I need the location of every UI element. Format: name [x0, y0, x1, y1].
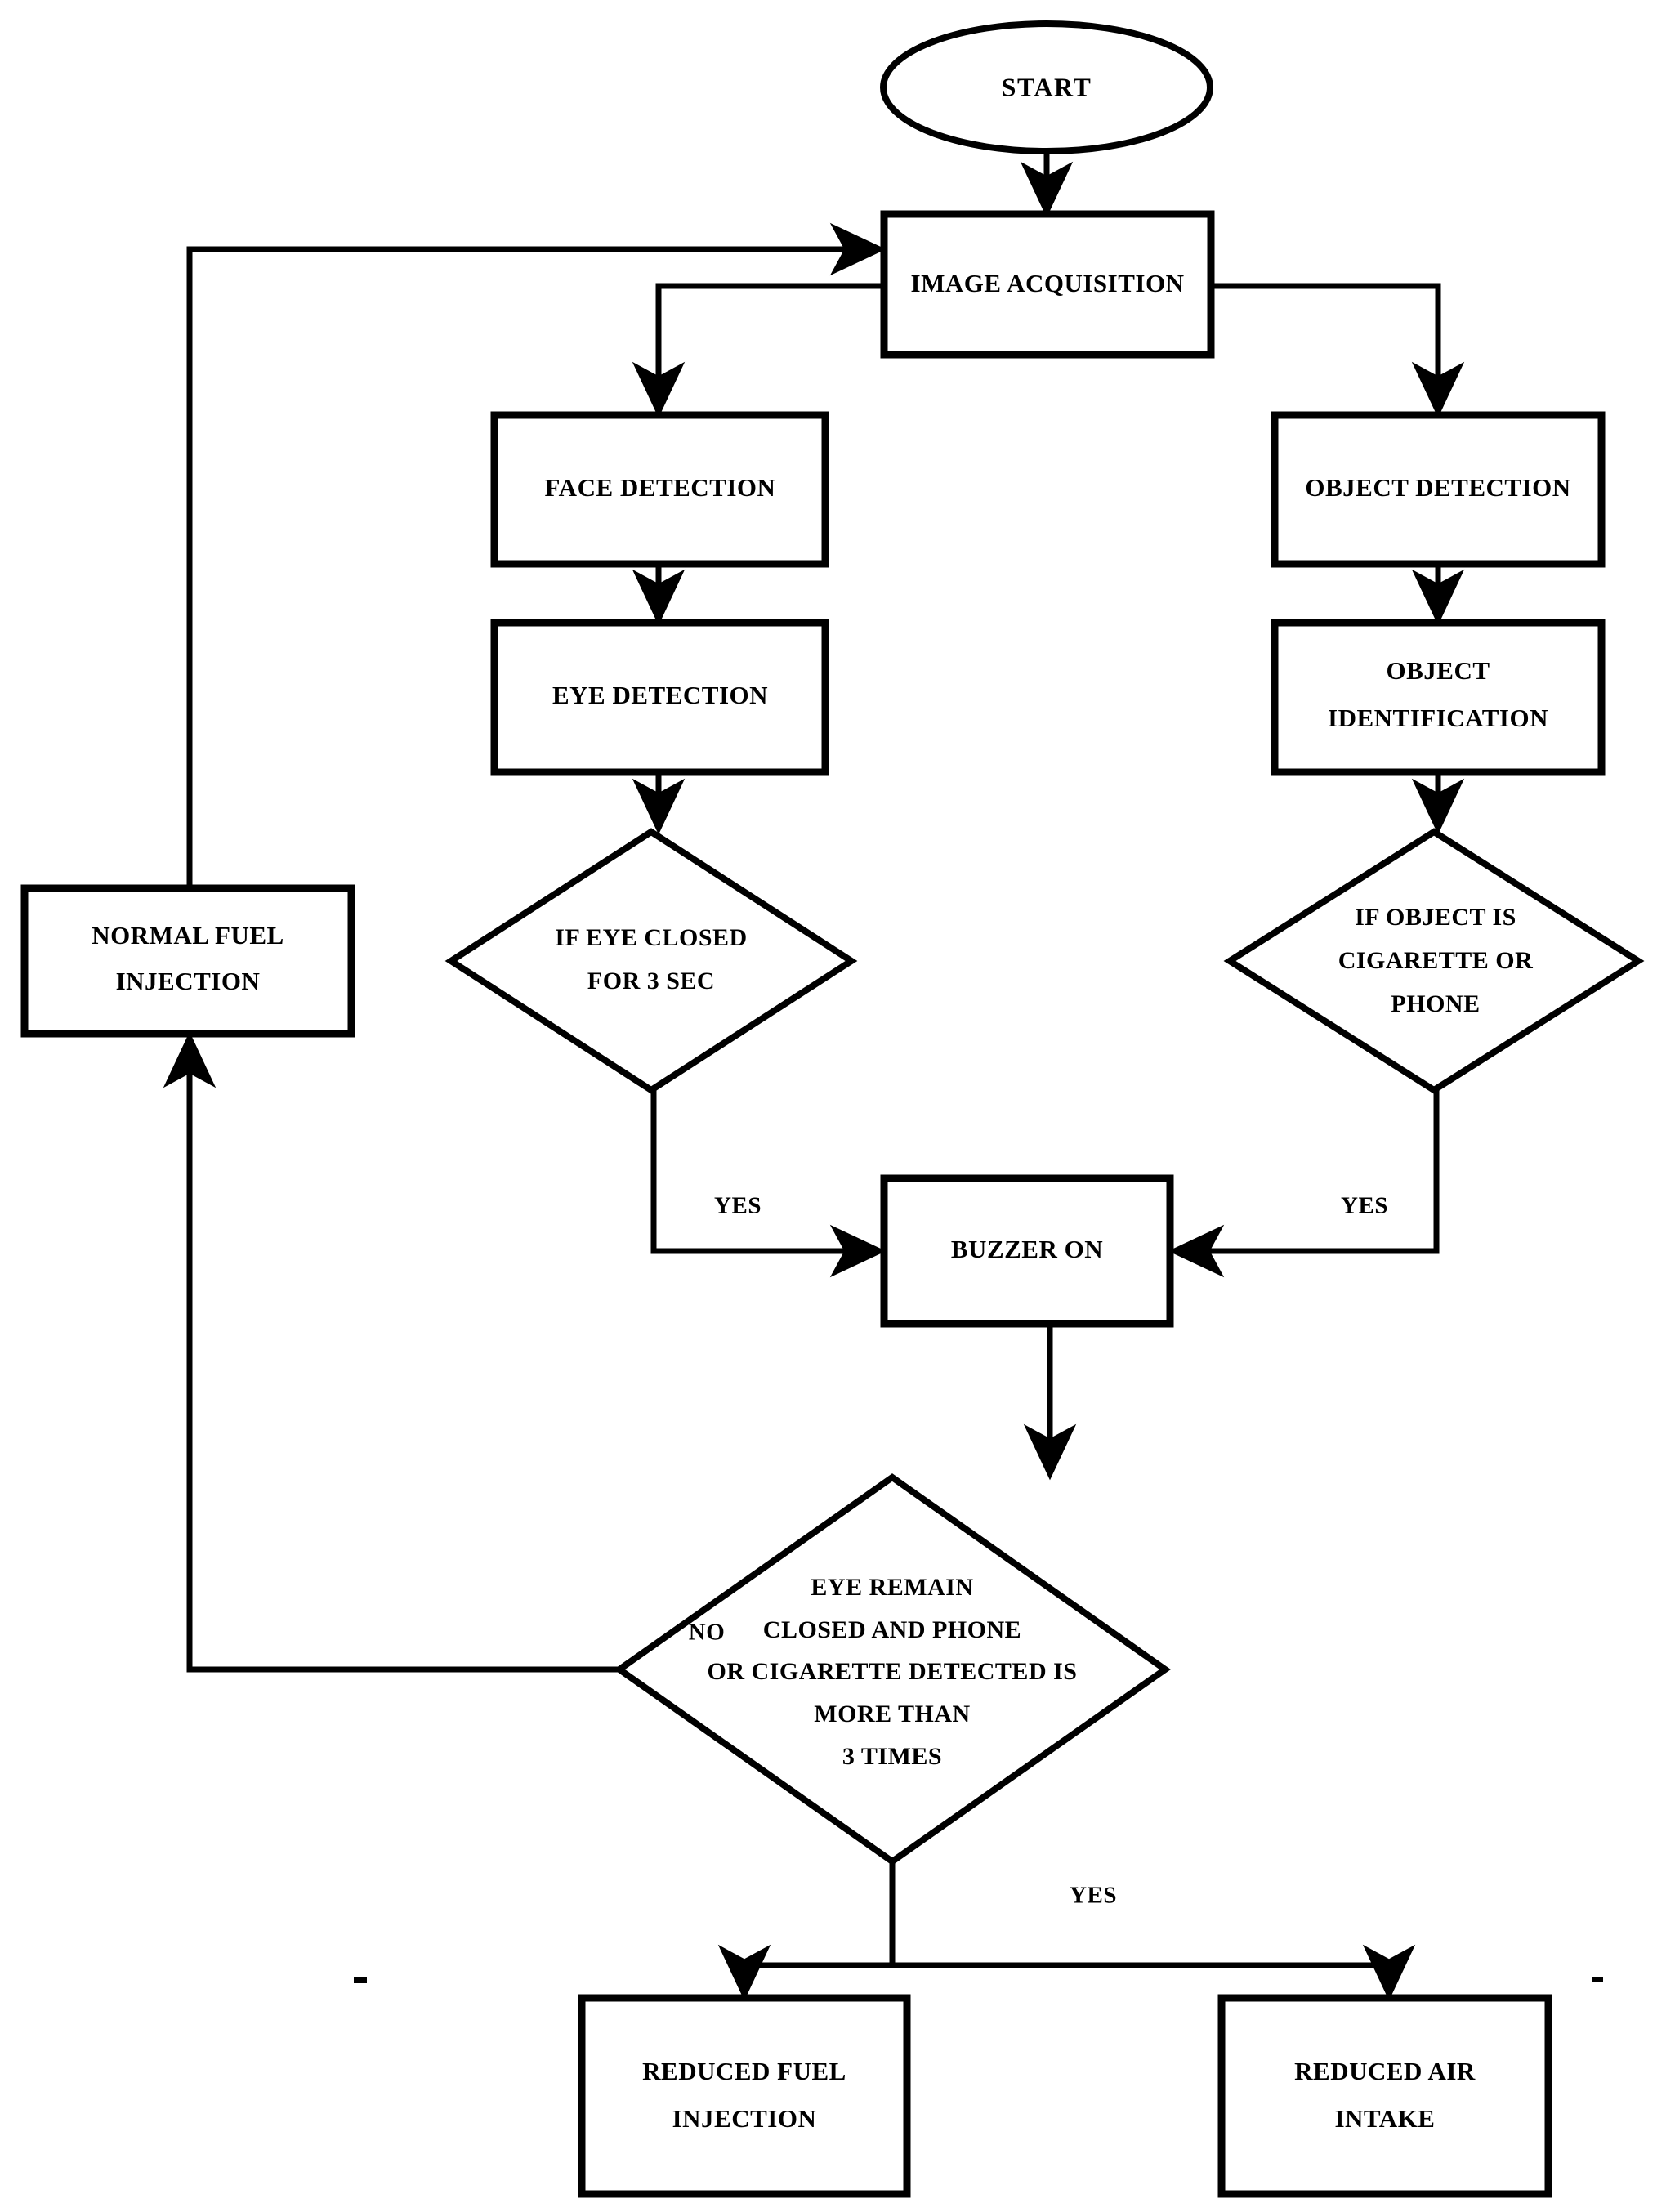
decision-eye-closed-label-line-1: IF EYE CLOSED: [555, 924, 747, 951]
decision-object-label-line-3: PHONE: [1391, 990, 1480, 1017]
edge-image-acquisition-to-object-detection: [1211, 283, 1465, 418]
buzzer-on-label: BUZZER ON: [951, 1235, 1103, 1263]
node-buzzer-on[interactable]: BUZZER ON: [880, 1174, 1174, 1328]
normal-fuel-injection-label-line-2: INJECTION: [116, 967, 261, 995]
buzzer-on-box: [880, 1174, 1174, 1328]
node-reduced-fuel-injection[interactable]: REDUCED FUEL INJECTION: [578, 1994, 911, 2198]
object-identification-label-line-2: IDENTIFICATION: [1328, 704, 1548, 732]
decision-repeat-diamond: [614, 1473, 1171, 1866]
node-decision-repeat[interactable]: EYE REMAIN CLOSED AND PHONE OR CIGARETTE…: [614, 1473, 1171, 1866]
reduced-fuel-injection-box: [578, 1994, 911, 2198]
eye-detection-box: [490, 619, 829, 776]
object-identification-label-line-1: OBJECT: [1386, 656, 1490, 685]
normal-fuel-injection-label-line-1: NORMAL FUEL: [92, 921, 284, 950]
start-ellipse: [880, 20, 1213, 154]
object-detection-box: [1271, 411, 1606, 568]
node-face-detection[interactable]: FACE DETECTION: [490, 411, 829, 568]
image-acquisition-label: IMAGE ACQUISITION: [911, 269, 1185, 297]
edge-label-no-repeat: NO: [689, 1620, 726, 1646]
edge-label-yes-object: YES: [1341, 1193, 1388, 1219]
object-identification-box: [1271, 619, 1606, 776]
reduced-air-intake-box: [1217, 1994, 1552, 2198]
reduced-fuel-injection-label-line-1: REDUCED FUEL: [642, 2057, 846, 2085]
decision-object-label-line-2: CIGARETTE OR: [1338, 947, 1534, 974]
edge-label-yes-eye-closed: YES: [714, 1193, 762, 1219]
normal-fuel-injection-box: [20, 884, 355, 1038]
edge-decision-eye-closed-yes-to-buzzer: [650, 1090, 887, 1278]
edge-image-acquisition-to-face-detection: [632, 283, 884, 418]
stray-tick-right: [1592, 1977, 1603, 1982]
decision-object-label-line-1: IF OBJECT IS: [1355, 904, 1516, 931]
face-detection-box: [490, 411, 829, 568]
edge-decision-repeat-no-to-normal-fuel: [163, 1031, 619, 1673]
edge-label-yes-repeat: YES: [1070, 1883, 1117, 1909]
decision-eye-closed-label-line-2: FOR 3 SEC: [587, 967, 715, 994]
decision-eye-closed-diamond: [444, 828, 858, 1094]
node-image-acquisition[interactable]: IMAGE ACQUISITION: [880, 210, 1215, 359]
decision-object-diamond: [1223, 828, 1645, 1094]
reduced-fuel-injection-label-line-2: INJECTION: [672, 2104, 817, 2133]
node-object-detection[interactable]: OBJECT DETECTION: [1271, 411, 1606, 568]
decision-repeat-label-line-3: OR CIGARETTE DETECTED IS: [708, 1658, 1078, 1685]
node-decision-eye-closed[interactable]: IF EYE CLOSED FOR 3 SEC: [444, 828, 858, 1094]
edge-decision-object-yes-to-buzzer: [1168, 1090, 1440, 1278]
decision-repeat-label-line-5: 3 TIMES: [842, 1743, 942, 1770]
face-detection-label: FACE DETECTION: [545, 473, 776, 502]
decision-repeat-label-line-1: EYE REMAIN: [811, 1574, 973, 1601]
reduced-air-intake-label-line-2: INTAKE: [1334, 2104, 1435, 2133]
reduced-air-intake-label-line-1: REDUCED AIR: [1294, 2057, 1476, 2085]
eye-detection-label: EYE DETECTION: [552, 681, 768, 709]
decision-repeat-label-line-2: CLOSED AND PHONE: [763, 1616, 1021, 1643]
stray-tick-left: [354, 1977, 367, 1983]
node-start[interactable]: START: [880, 20, 1213, 154]
image-acquisition-box: [880, 210, 1215, 359]
node-decision-object[interactable]: IF OBJECT IS CIGARETTE OR PHONE: [1223, 828, 1645, 1094]
edge-normal-fuel-to-image-acquisition: [186, 222, 887, 888]
node-reduced-air-intake[interactable]: REDUCED AIR INTAKE: [1217, 1994, 1552, 2198]
decision-repeat-label-line-4: MORE THAN: [814, 1700, 970, 1727]
node-eye-detection[interactable]: EYE DETECTION: [490, 619, 829, 776]
node-normal-fuel-injection[interactable]: NORMAL FUEL INJECTION: [20, 884, 355, 1038]
start-label: START: [1002, 72, 1092, 101]
node-object-identification[interactable]: OBJECT IDENTIFICATION: [1271, 619, 1606, 776]
object-detection-label: OBJECT DETECTION: [1305, 473, 1570, 502]
